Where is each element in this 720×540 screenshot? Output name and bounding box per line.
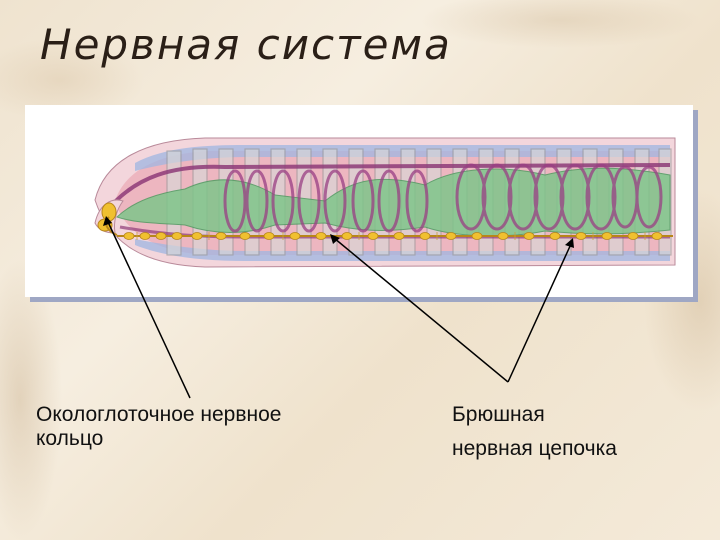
label-ventral-nerve-chain-line1: Брюшная [452, 398, 617, 432]
pointer-nerve-ring-arrowhead [103, 216, 112, 226]
pointer-nerve-ring [108, 222, 190, 398]
label-pharyngeal-nerve-ring-line2: кольцо [36, 427, 281, 451]
label-ventral-nerve-chain-line2: нервная цепочка [452, 432, 617, 466]
label-ventral-nerve-chain: Брюшная нервная цепочка [452, 398, 617, 465]
pointer-nerve-chain-right-arrowhead [565, 238, 574, 248]
pointer-nerve-chain-left [334, 238, 508, 382]
label-pharyngeal-nerve-ring-line1: Окологлоточное нервное [36, 403, 281, 427]
pointer-nerve-chain-right [508, 244, 571, 382]
label-pharyngeal-nerve-ring: Окологлоточное нервное кольцо [36, 403, 281, 451]
